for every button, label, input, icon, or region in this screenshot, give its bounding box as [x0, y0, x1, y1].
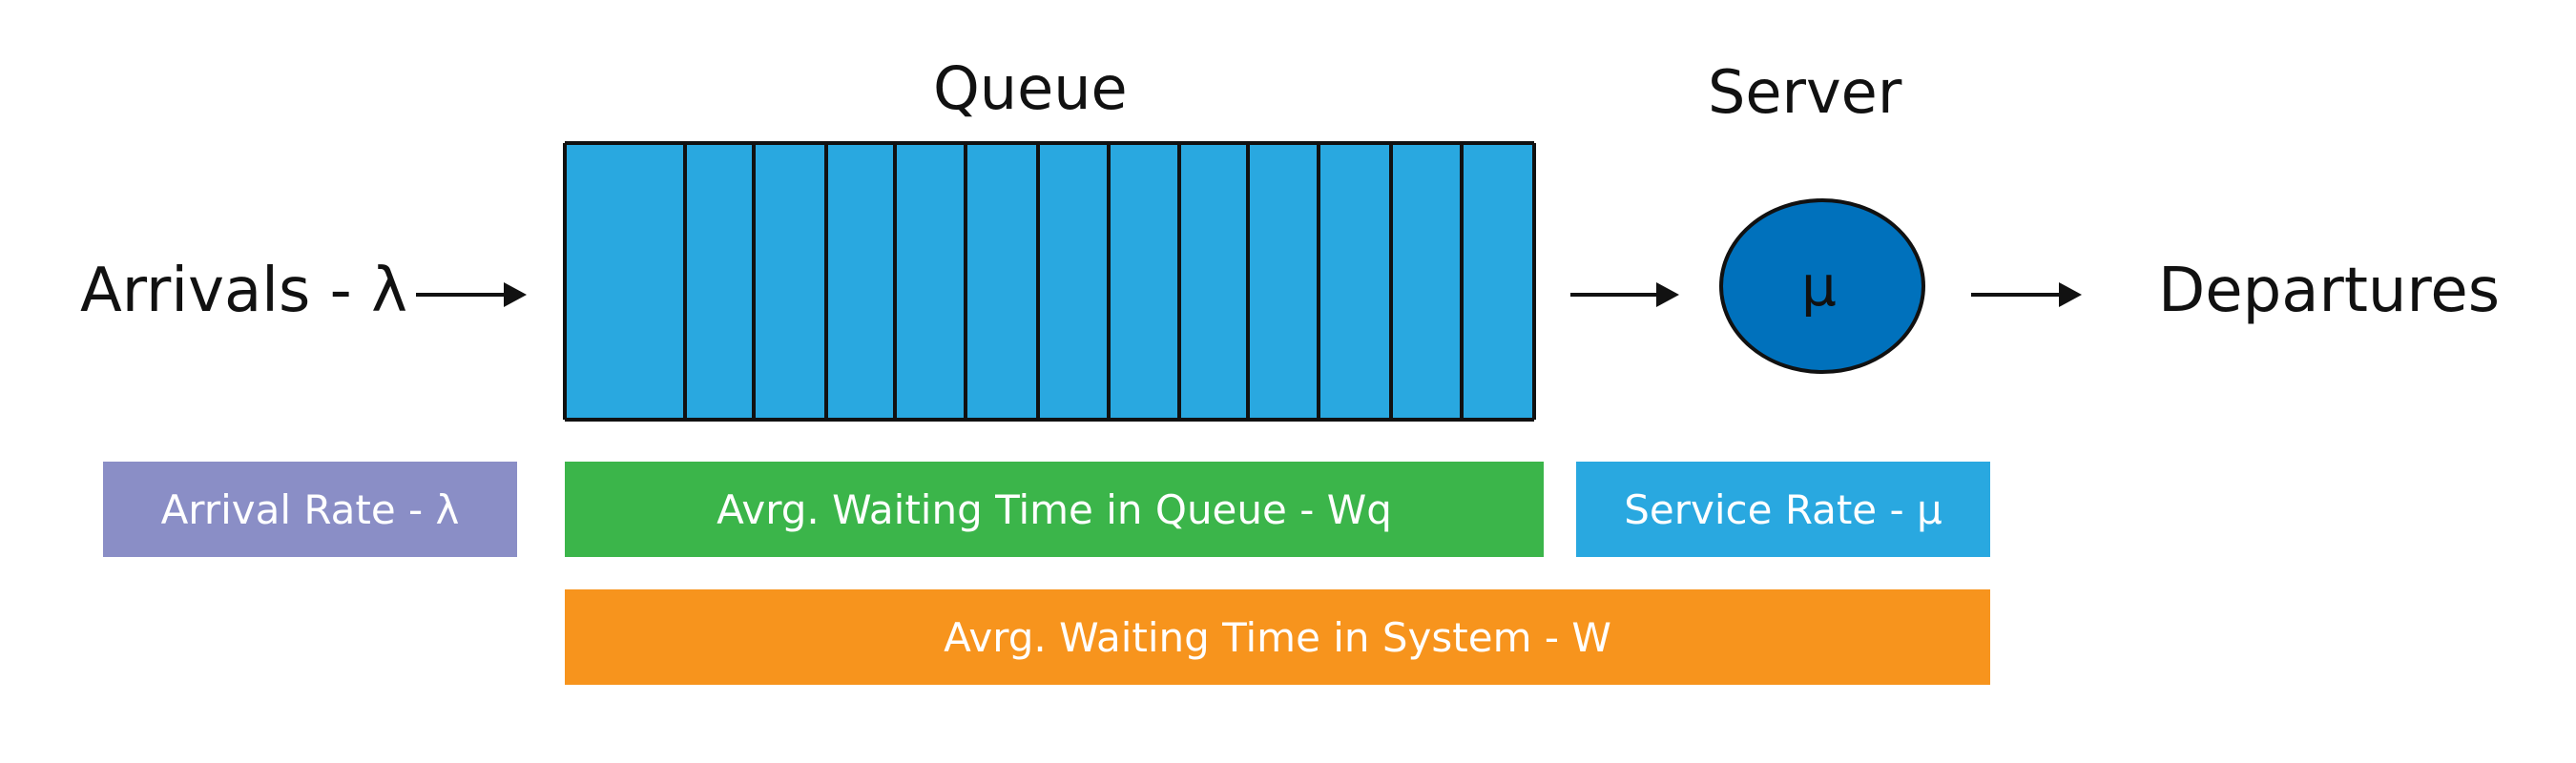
arrivals-label: Arrivals - λ: [80, 256, 407, 326]
departure-arrow: [1971, 282, 2082, 307]
queue-waiting-time-box: Avrg. Waiting Time in Queue - Wq: [565, 462, 1544, 557]
queue-title: Queue: [933, 53, 1128, 123]
server-service-rate-symbol: μ: [1801, 254, 1837, 319]
server-title: Server: [1708, 57, 1902, 127]
system-waiting-time-box: Avrg. Waiting Time in System - W: [565, 589, 1990, 685]
arrival-arrow: [416, 282, 527, 307]
service-rate-box: Service Rate - μ: [1576, 462, 1990, 557]
server-node: [1719, 198, 1925, 374]
queue-to-server-arrow: [1570, 282, 1679, 307]
departures-label: Departures: [2158, 256, 2501, 326]
arrival-rate-box: Arrival Rate - λ: [103, 462, 517, 557]
queue-buffer: [563, 141, 1536, 422]
